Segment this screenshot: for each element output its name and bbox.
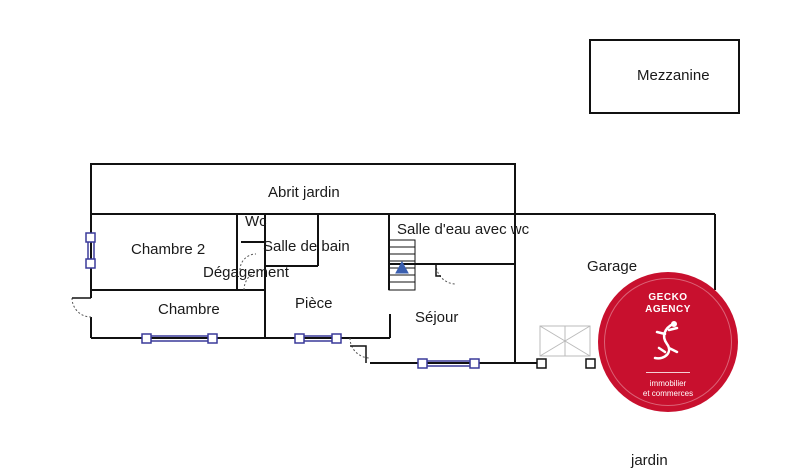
mezzanine-label: Mezzanine	[637, 67, 710, 84]
logo-brand-line1: GECKO	[648, 292, 688, 303]
main-walls	[90, 213, 716, 364]
jardin-label: jardin	[631, 452, 668, 469]
garage-door-faded	[539, 325, 591, 357]
stairs	[388, 239, 416, 291]
salle-eau-label: Salle d'eau avec wc	[397, 221, 530, 238]
logo-brand-line2: AGENCY	[645, 304, 691, 315]
door-leaves	[72, 264, 441, 363]
degagement-label: Dégagement	[203, 264, 289, 281]
door-swings	[71, 253, 457, 359]
gecko-agency-logo: GECKO AGENCY immobilier et commerces	[598, 272, 738, 412]
sejour-label: Séjour	[415, 309, 459, 326]
logo-divider	[646, 372, 690, 373]
windows	[85, 232, 480, 369]
chambre-2-label: Chambre 2	[131, 241, 206, 258]
logo-tagline-2: et commerces	[642, 389, 694, 398]
logo-tagline-1: immobilier	[649, 379, 687, 388]
piece-label: Pièce	[295, 295, 333, 312]
abrit-jardin-walls	[90, 163, 516, 214]
logo-ring	[604, 278, 732, 406]
garage-label: Garage	[587, 258, 638, 275]
salle-de-bain-label: Salle de bain	[263, 238, 350, 255]
chambre-label: Chambre	[158, 301, 220, 318]
wc-label: Wc	[245, 213, 267, 230]
garage-door	[536, 358, 596, 369]
abrit-jardin-label: Abrit jardin	[268, 184, 340, 201]
gecko-icon	[653, 321, 679, 360]
mezzanine-outline	[589, 39, 740, 114]
